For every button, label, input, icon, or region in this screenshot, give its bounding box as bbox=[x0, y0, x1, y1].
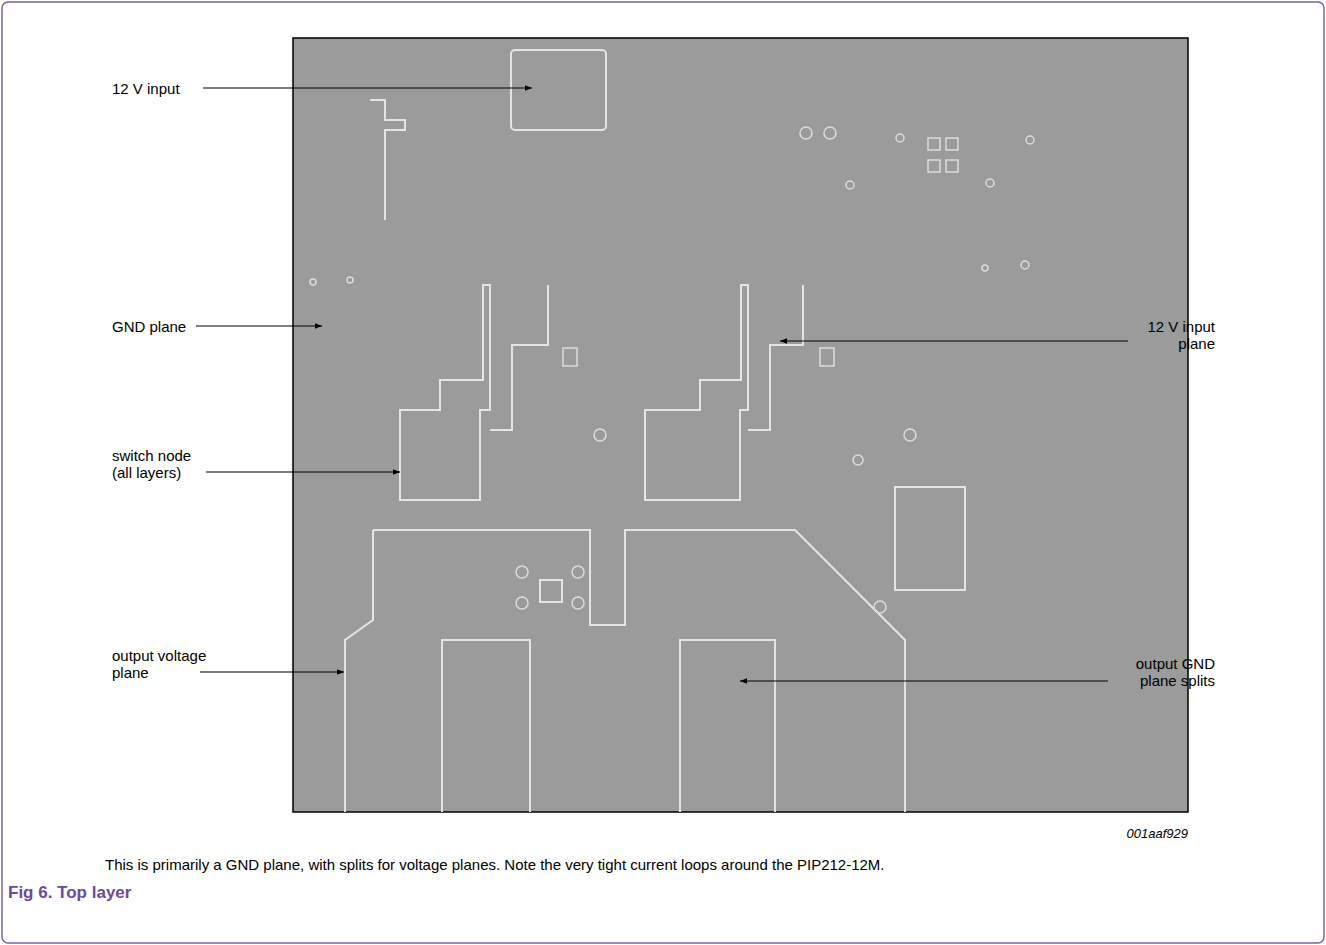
leader-lines bbox=[196, 88, 1128, 681]
callout-label: switch node (all layers) bbox=[112, 447, 204, 481]
figure-title: Fig 6. Top layer bbox=[8, 884, 131, 901]
copper-outlines bbox=[345, 50, 965, 812]
callout-label: 12 V input plane bbox=[1129, 318, 1215, 352]
callout-label: output voltage plane bbox=[112, 647, 222, 681]
pcb-board bbox=[293, 38, 1188, 812]
figure-code: 001aaf929 bbox=[1068, 825, 1188, 842]
callout-label: GND plane bbox=[112, 318, 194, 335]
callout-label: 12 V input bbox=[112, 80, 202, 97]
vias bbox=[310, 127, 1034, 613]
callout-label: output GND plane splits bbox=[1115, 655, 1215, 689]
figure-caption: This is primarily a GND plane, with spli… bbox=[105, 856, 1255, 874]
